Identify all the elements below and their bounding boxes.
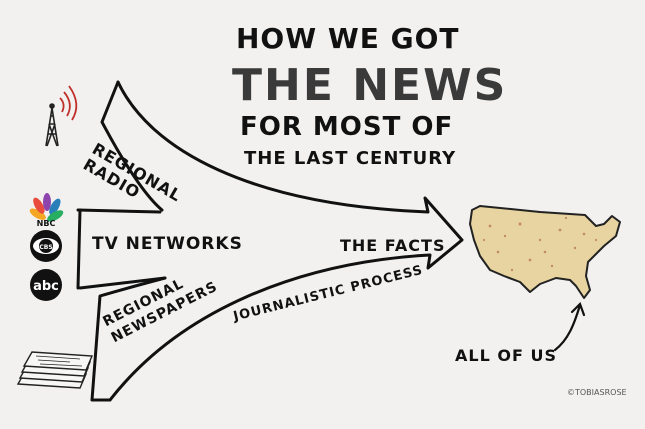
nbc-peacock-icon xyxy=(29,193,64,222)
title-line-3: FOR MOST OF xyxy=(240,112,454,142)
abc-logo-text: abc xyxy=(33,279,59,294)
newspaper-stack-icon xyxy=(16,351,94,389)
cbs-eye-icon xyxy=(30,230,62,262)
radio-tower-icon xyxy=(45,103,59,147)
audience-arrow xyxy=(553,302,586,352)
us-map-icon xyxy=(469,205,621,299)
facts-label: THE FACTS xyxy=(340,236,446,255)
title-line-1: HOW WE GOT xyxy=(236,22,460,55)
title-line-4: THE LAST CENTURY xyxy=(244,148,457,169)
radio-waves-icon xyxy=(59,85,78,121)
cbs-logo-text: CBS xyxy=(39,244,52,251)
source-label-tv: TV NETWORKS xyxy=(92,234,243,254)
credit-label: ©TOBIASROSE xyxy=(567,388,627,397)
title-line-2: THE NEWS xyxy=(232,60,508,111)
audience-label: ALL OF US xyxy=(455,346,557,365)
abc-logo-icon xyxy=(30,269,62,301)
news-flow-arrow xyxy=(76,80,464,402)
nbc-logo-text: NBC xyxy=(37,219,56,228)
